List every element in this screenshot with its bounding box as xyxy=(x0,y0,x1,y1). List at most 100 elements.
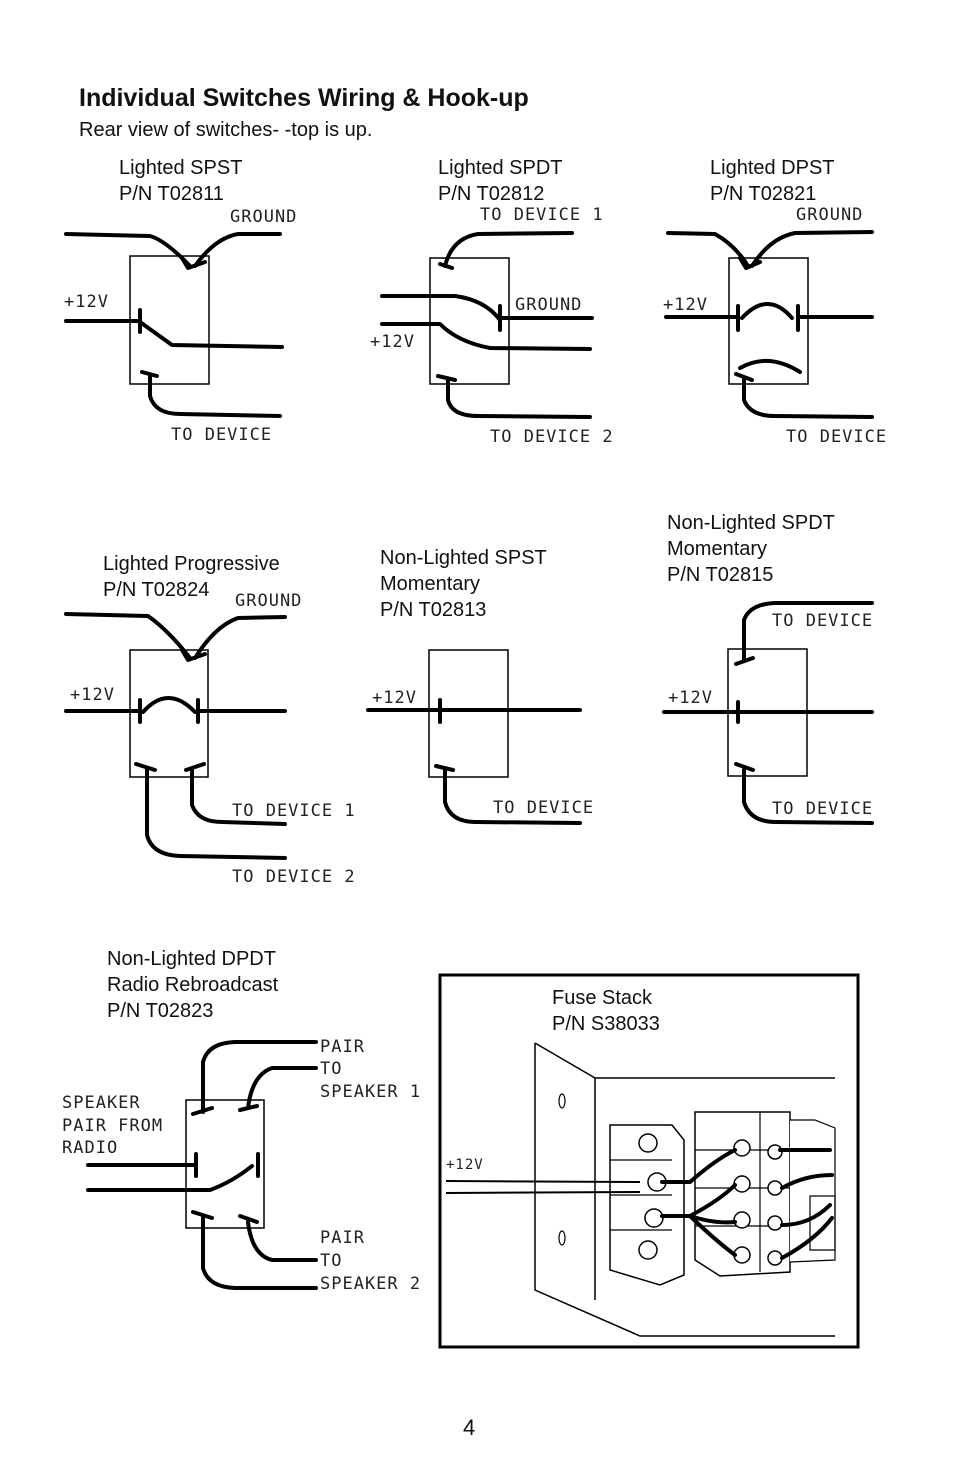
enclosure-edge xyxy=(534,1043,835,1337)
terminal xyxy=(238,1104,259,1112)
fuse-icon xyxy=(767,1250,783,1266)
fuse-icon xyxy=(767,1144,783,1160)
bus-wire xyxy=(660,1148,737,1184)
wire-pair1-a xyxy=(201,1040,318,1114)
jumper-top xyxy=(740,302,794,320)
device-bottom-label: TO DEVICE xyxy=(772,799,873,819)
power-label: +12V xyxy=(64,292,109,312)
nonlighted-dpdt-diagram: PAIR TO SPEAKER 1 SPEAKER PAIR FROM RADI… xyxy=(62,1037,421,1294)
terminal xyxy=(184,762,206,772)
terminal-block-left xyxy=(609,1124,685,1286)
page-subtitle: Rear view of switches- -top is up. xyxy=(79,119,373,141)
wire-device xyxy=(742,378,874,419)
terminal xyxy=(238,1214,259,1224)
lighted-spst-diagram: GROUND +12V TO DEVICE xyxy=(64,207,297,445)
enclosure-top xyxy=(534,1042,835,1079)
fuse-holder xyxy=(694,1111,791,1277)
block-dividers xyxy=(610,1159,672,1231)
page-title: Individual Switches Wiring & Hook-up xyxy=(79,84,529,112)
wire-ground xyxy=(193,615,287,660)
pair2-label-3: SPEAKER 2 xyxy=(320,1274,421,1294)
ground-label: GROUND xyxy=(515,295,582,315)
output-wire xyxy=(780,1203,832,1227)
fuse-tab xyxy=(809,1195,836,1251)
lighted-progressive-diagram: GROUND +12V TO DEVICE 1 TO DEVICE 2 xyxy=(64,591,356,887)
device1-label: TO DEVICE 1 xyxy=(480,205,604,225)
device-label: TO DEVICE xyxy=(171,425,272,445)
power-label: +12V xyxy=(446,1157,484,1173)
wire-ground xyxy=(193,232,282,268)
lighted-dpst-diagram: GROUND +12V TO DEVICE xyxy=(663,205,887,447)
wire-device-1 xyxy=(443,231,574,268)
wire-ground xyxy=(750,230,874,268)
jumper xyxy=(141,696,197,714)
pair1-label-3: SPEAKER 1 xyxy=(320,1082,421,1102)
fuse-icon xyxy=(733,1211,751,1229)
mount-hole-icon xyxy=(558,1230,566,1246)
fuse-icon xyxy=(733,1139,751,1157)
terminal xyxy=(191,1106,214,1116)
switch-body xyxy=(728,257,809,385)
pair1-label-2: TO xyxy=(320,1059,342,1079)
terminal xyxy=(180,648,207,662)
screw-icon xyxy=(638,1133,658,1153)
wire-device xyxy=(443,768,582,825)
wire-device-2 xyxy=(446,378,592,419)
jumper-bottom xyxy=(738,358,802,374)
input-label-3: RADIO xyxy=(62,1138,118,1158)
wire-device xyxy=(148,374,282,418)
fuse-tabs xyxy=(789,1119,836,1263)
wire-device-2 xyxy=(145,768,287,860)
power-wire xyxy=(445,1191,641,1194)
terminal xyxy=(734,762,755,772)
power-wire xyxy=(445,1180,641,1183)
ground-label: GROUND xyxy=(235,591,302,611)
terminal xyxy=(191,1210,214,1220)
wire-pair2-b xyxy=(246,1220,318,1262)
switch-body xyxy=(129,649,209,778)
output-wire xyxy=(780,1216,834,1260)
wire-pair2-a xyxy=(201,1216,318,1290)
terminal xyxy=(734,656,755,666)
wire-device-bottom xyxy=(742,768,874,825)
wire-left-top xyxy=(64,612,192,660)
terminal xyxy=(134,762,157,772)
power-label: +12V xyxy=(70,685,115,705)
wire-device-1 xyxy=(190,768,287,826)
device2-label: TO DEVICE 2 xyxy=(490,427,614,447)
ground-label: GROUND xyxy=(230,207,297,227)
power-label: +12V xyxy=(370,332,415,352)
terminal xyxy=(436,374,457,382)
input-label-1: SPEAKER xyxy=(62,1093,141,1113)
power-label: +12V xyxy=(668,688,713,708)
wire-pair1-b xyxy=(246,1066,318,1110)
power-label: +12V xyxy=(663,295,708,315)
terminal xyxy=(180,256,207,270)
nonlighted-spst-momentary-diagram: +12V TO DEVICE xyxy=(366,649,594,825)
power-label: +12V xyxy=(372,688,417,708)
nonlighted-spdt-momentary-diagram: TO DEVICE +12V TO DEVICE xyxy=(662,601,874,825)
device2-label: TO DEVICE 2 xyxy=(232,867,356,887)
device-top-label: TO DEVICE xyxy=(772,611,873,631)
wire-right xyxy=(138,320,284,349)
terminal xyxy=(438,262,454,270)
pair1-label-1: PAIR xyxy=(320,1037,365,1057)
fuse-stack-illustration: +12V xyxy=(438,973,860,1349)
wire-input-b xyxy=(86,1164,254,1192)
device-label: TO DEVICE xyxy=(786,427,887,447)
output-wire xyxy=(780,1173,834,1190)
page-number: 4 xyxy=(463,1415,476,1440)
device-label: TO DEVICE xyxy=(493,798,594,818)
screw-icon xyxy=(638,1240,658,1260)
wire-device-top xyxy=(742,601,874,662)
bus-wire xyxy=(660,1183,737,1257)
switch-body xyxy=(428,649,509,778)
ground-label: GROUND xyxy=(796,205,863,225)
